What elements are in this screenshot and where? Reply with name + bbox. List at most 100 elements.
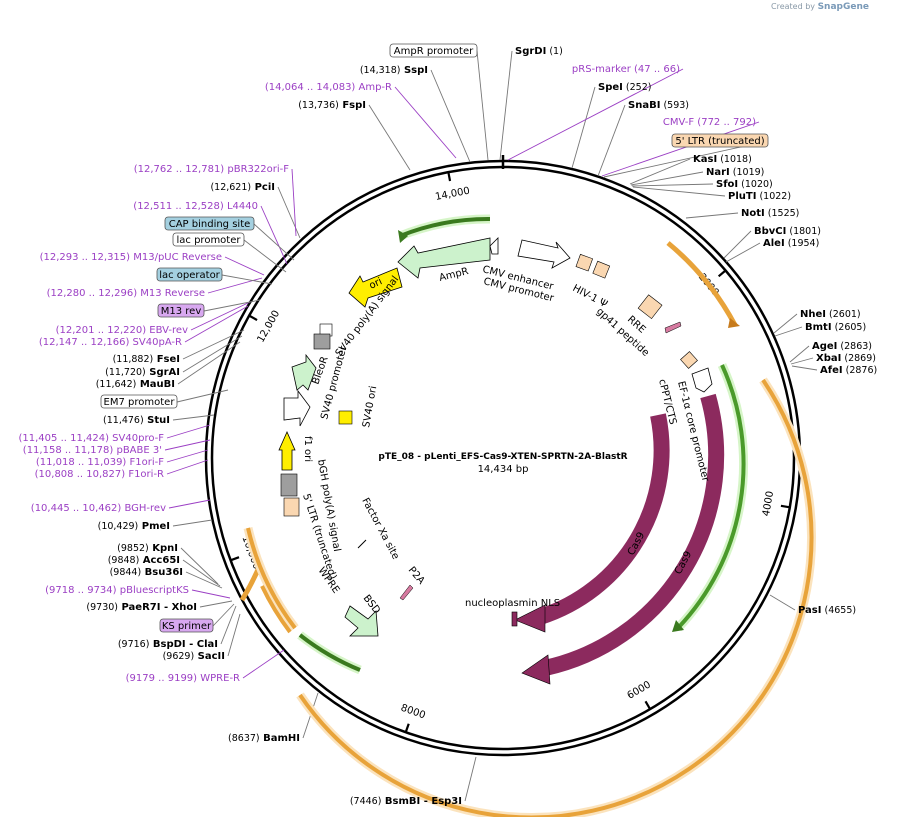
orange-arc-right-head	[728, 318, 740, 328]
green-arc-bottom-core	[298, 633, 361, 672]
enzyme-site-label: BmtI (2605)	[805, 322, 866, 333]
hiv-box-2	[592, 260, 611, 279]
leader-line	[199, 600, 233, 608]
feature-box-label: M13 rev	[161, 306, 202, 317]
enzyme-site-label: BbvCI (1801)	[754, 226, 821, 237]
green-arc-right-core	[676, 364, 746, 630]
leader-lines	[164, 50, 818, 802]
primer-site-label: (11,018 .. 11,039) F1ori-F	[36, 457, 164, 468]
leader-line	[725, 242, 761, 263]
leader-line	[182, 559, 221, 587]
leader-line	[176, 389, 229, 403]
ruler-tick	[230, 556, 240, 562]
enzyme-site-label: (14,318) SspI	[360, 65, 428, 76]
enzyme-site-label: (12,621) PciI	[210, 182, 275, 193]
primer-site-label: (9718 .. 9734) pBluescriptKS	[45, 585, 189, 596]
enzyme-site-label: NotI (1525)	[741, 208, 799, 219]
ruler-tick	[248, 314, 258, 321]
leader-line	[790, 357, 814, 365]
ruler-tick-label: 8000	[399, 703, 427, 722]
enzyme-site-label: (9852) KpnI	[117, 543, 178, 554]
feature-box-label: 5' LTR (truncated)	[675, 136, 764, 147]
cas9-outer-arc	[543, 393, 725, 676]
cmv-enhancer-arrow	[517, 239, 571, 269]
leader-line	[243, 239, 287, 273]
leader-line	[182, 335, 243, 373]
primer-site-label: (12,147 .. 12,166) SV40pA-R	[39, 337, 182, 348]
feature-box	[157, 303, 205, 318]
leader-line	[632, 186, 726, 197]
primer-site-label: (12,511 .. 12,528) L4440	[133, 201, 258, 212]
ruler-tick-label: 4000	[761, 490, 776, 517]
primer-site-label: (10,808 .. 10,827) F1ori-R	[35, 469, 164, 480]
leader-line	[164, 439, 211, 451]
leader-line	[221, 274, 273, 285]
leader-line	[180, 547, 219, 585]
leader-line	[185, 571, 223, 589]
enzyme-site-label: (9844) Bsu36I	[110, 567, 183, 578]
feature-box	[159, 618, 214, 633]
orange-arc-long-core	[298, 378, 814, 817]
plasmid-length: 14,434 bp	[478, 464, 529, 475]
feature-box-label: EM7 promoter	[104, 397, 176, 408]
ori-label: ori	[368, 276, 384, 291]
ltr-box	[283, 497, 300, 517]
efs-arrow	[691, 367, 713, 393]
enzyme-site-label: SpeI (252)	[598, 82, 651, 93]
enzyme-site-label: (11,882) FseI	[113, 354, 180, 365]
leader-line	[260, 205, 288, 265]
gp41-marker	[664, 321, 682, 334]
leader-line	[182, 329, 245, 360]
wpre-label: WPRE	[316, 565, 342, 595]
enzyme-site-label: SfoI (1020)	[716, 179, 773, 190]
leader-line	[172, 414, 215, 421]
misc-features	[278, 237, 713, 637]
leader-line	[166, 449, 209, 463]
enzyme-site-label: AgeI (2863)	[812, 341, 872, 352]
nls-marker	[511, 611, 518, 627]
feature-arcs	[239, 214, 816, 817]
feature-box	[156, 267, 223, 282]
enzyme-site-label: (7446) BsmBI - Esp3I	[350, 796, 462, 807]
enzyme-site-label: NarI (1019)	[706, 167, 764, 178]
amp-promoter-arrow	[489, 237, 499, 255]
primer-site-label: (11,158 .. 11,178) pBABE 3'	[23, 445, 162, 456]
ori-arrow	[348, 267, 403, 308]
green-arc-top-core	[399, 216, 491, 238]
leader-line	[168, 499, 211, 509]
bleor-arrow	[291, 353, 317, 391]
primer-site-label: (12,762 .. 12,781) pBR322ori-F	[134, 164, 290, 175]
efs-label: EF-1α core promoter	[675, 380, 711, 484]
enzyme-site-label: SnaBI (593)	[628, 100, 689, 111]
leader-line	[220, 605, 237, 645]
cas9-inner-arrowhead	[514, 604, 546, 633]
leader-line	[184, 305, 249, 343]
enzyme-site-label: (10,429) PmeI	[98, 521, 170, 532]
feature-box-label: lac promoter	[177, 235, 242, 246]
leader-line	[597, 104, 626, 177]
enzyme-site-label: PasI (4655)	[798, 605, 856, 616]
leader-line	[774, 326, 803, 337]
leader-line	[789, 345, 810, 363]
rre-box	[637, 294, 663, 320]
ruler-tick	[447, 171, 452, 182]
leader-line	[203, 299, 261, 312]
leader-line	[601, 121, 760, 177]
cppt-box	[680, 351, 698, 369]
enzyme-site-label: (11,642) MauBI	[96, 379, 175, 390]
ruler-tick	[404, 723, 410, 733]
leader-line	[507, 68, 684, 161]
f1-ori-arrow	[278, 431, 296, 471]
primer-site-label: (12,201 .. 12,220) EBV-rev	[56, 325, 188, 336]
enzyme-site-label: (9716) BspDI - ClaI	[118, 639, 218, 650]
leader-line	[685, 212, 739, 219]
leader-line	[166, 424, 211, 439]
f1-ori-label: f1 ori	[302, 436, 313, 462]
leader-line	[394, 86, 457, 159]
enzyme-site-label: KasI (1018)	[693, 154, 752, 165]
orange-arc-right	[666, 241, 738, 327]
primer-site-label: (12,280 .. 12,296) M13 Reverse	[47, 288, 205, 299]
orange-arc-lower	[260, 585, 292, 634]
ampr-label: AmpR	[438, 266, 470, 284]
